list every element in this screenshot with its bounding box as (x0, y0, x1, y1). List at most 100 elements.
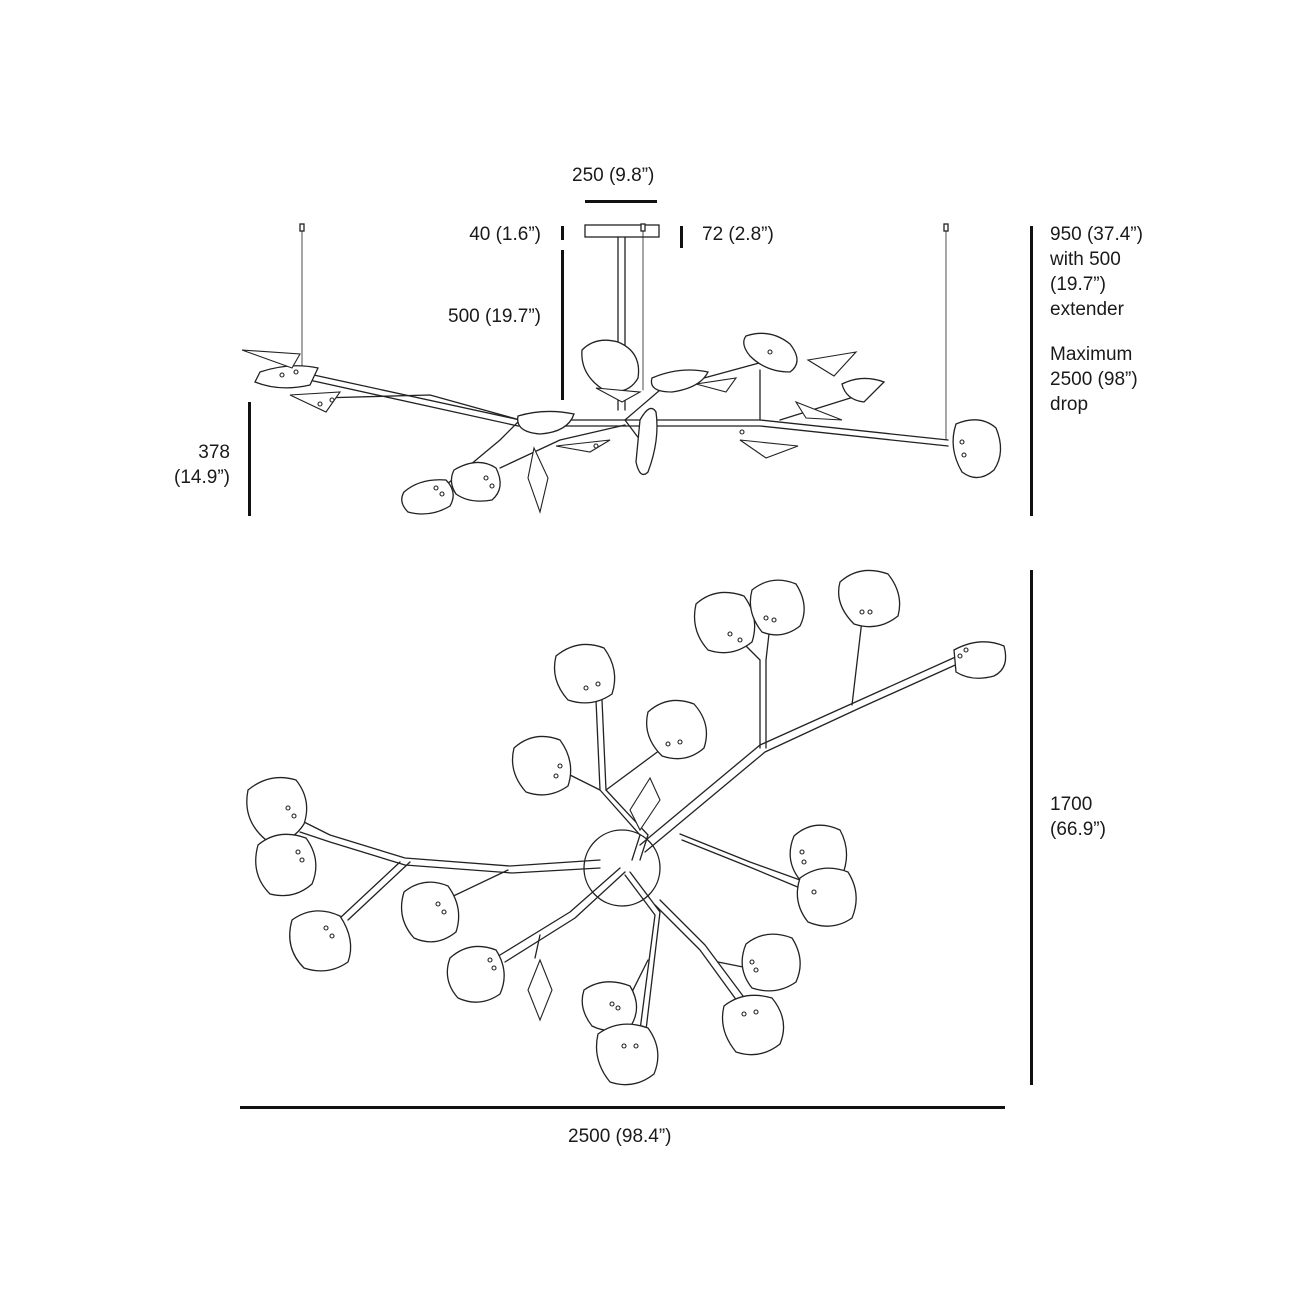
elevation-shade (450, 461, 501, 502)
elevation-shade (650, 369, 709, 393)
led-dot (771, 617, 777, 623)
led-dot (433, 485, 439, 491)
plan-shade (721, 994, 785, 1056)
plan-shade (511, 735, 572, 796)
wire-gripper-right (943, 223, 949, 232)
led-dot (491, 965, 497, 971)
plan-arm (739, 639, 761, 749)
maximum-drop-line-2: 2500 (98”) (1050, 369, 1138, 390)
elevation-arm (779, 394, 861, 421)
led-dot (961, 452, 967, 458)
elevation-crystal (739, 439, 799, 459)
led-dot (317, 401, 323, 407)
plan-arm (595, 699, 641, 861)
led-dot (739, 429, 745, 435)
stem-length-bar (561, 250, 564, 400)
led-dot (291, 813, 297, 819)
plan-arm (444, 869, 509, 901)
wire-gripper-left (299, 223, 305, 232)
led-dot (957, 653, 963, 659)
elevation-arm (299, 377, 626, 427)
plan-arm (629, 871, 661, 1031)
led-dot (763, 615, 769, 621)
body-height-inches: (14.9”) (174, 467, 230, 488)
led-dot (295, 849, 301, 855)
plan-shade (246, 776, 308, 842)
led-dot (489, 483, 495, 489)
plan-shade (581, 981, 638, 1032)
plan-shade (446, 945, 505, 1003)
plan-arm (605, 749, 661, 791)
led-dot (959, 439, 965, 445)
led-dot (293, 369, 299, 375)
plan-depth-inches: (66.9”) (1050, 819, 1106, 840)
led-dot (557, 763, 563, 769)
led-dot (595, 681, 601, 687)
led-dot (609, 1001, 615, 1007)
elevation-crystal (241, 349, 301, 369)
elevation-crystal (595, 387, 642, 403)
elevation-shade (517, 410, 575, 435)
led-dot (435, 901, 441, 907)
led-dot (753, 967, 759, 973)
plan-shade (645, 699, 708, 760)
plan-arm (624, 874, 656, 1031)
plan-shade (741, 933, 801, 992)
canopy-depth-label: 72 (2.8”) (702, 224, 774, 245)
plan-arm (679, 833, 801, 881)
plan-arm (534, 934, 541, 959)
elevation-arm (624, 425, 949, 447)
elevation-shade (952, 419, 1002, 479)
plan-arm (644, 661, 963, 853)
plan-arm (299, 819, 601, 867)
led-dot (633, 1043, 639, 1049)
plan-shade (595, 1023, 659, 1086)
elevation-crystal (695, 377, 738, 393)
led-dot (737, 637, 743, 643)
led-dot (727, 631, 733, 637)
plan-shade (837, 569, 901, 628)
led-dot (811, 889, 817, 895)
maximum-drop-line-3: drop (1050, 394, 1089, 415)
body-height-value: 378 (198, 442, 230, 463)
led-dot (799, 849, 805, 855)
body-height-label: 378 (14.9”) (174, 440, 230, 490)
elevation-shade (254, 365, 319, 389)
led-dot (285, 805, 291, 811)
maximum-drop-line-1: Maximum (1050, 344, 1133, 365)
led-dot (621, 1043, 627, 1049)
led-dot (749, 959, 755, 965)
plan-depth-bar (1030, 570, 1033, 1085)
plan-crystal (527, 958, 553, 1022)
led-dot (583, 685, 589, 691)
led-dot (553, 773, 559, 779)
elevation-arm (624, 419, 641, 441)
led-dot (329, 397, 335, 403)
plan-arm (601, 699, 649, 861)
plan-shade (255, 833, 317, 897)
plan-shade (693, 591, 756, 654)
led-dot (323, 925, 329, 931)
elevation-shade (401, 479, 454, 515)
elevation-arm (499, 424, 626, 469)
led-dot (859, 609, 865, 615)
led-dot (487, 957, 493, 963)
led-dot (329, 933, 335, 939)
plan-arm (339, 861, 401, 919)
plan-arm (569, 774, 601, 791)
plan-arm (499, 867, 621, 956)
plan-arm (347, 861, 411, 921)
led-dot (441, 909, 447, 915)
plan-shade (749, 579, 805, 636)
maximum-drop-label: Maximum 2500 (98”) drop (1050, 342, 1138, 417)
wire-gripper-center (640, 223, 646, 232)
canopy-height-bar (561, 226, 564, 240)
led-dot (593, 443, 599, 449)
plan-shade (796, 867, 857, 927)
plan-arm (681, 839, 801, 889)
led-dot (299, 857, 305, 863)
plan-depth-value: 1700 (1050, 794, 1093, 815)
plan-arm (639, 654, 961, 846)
